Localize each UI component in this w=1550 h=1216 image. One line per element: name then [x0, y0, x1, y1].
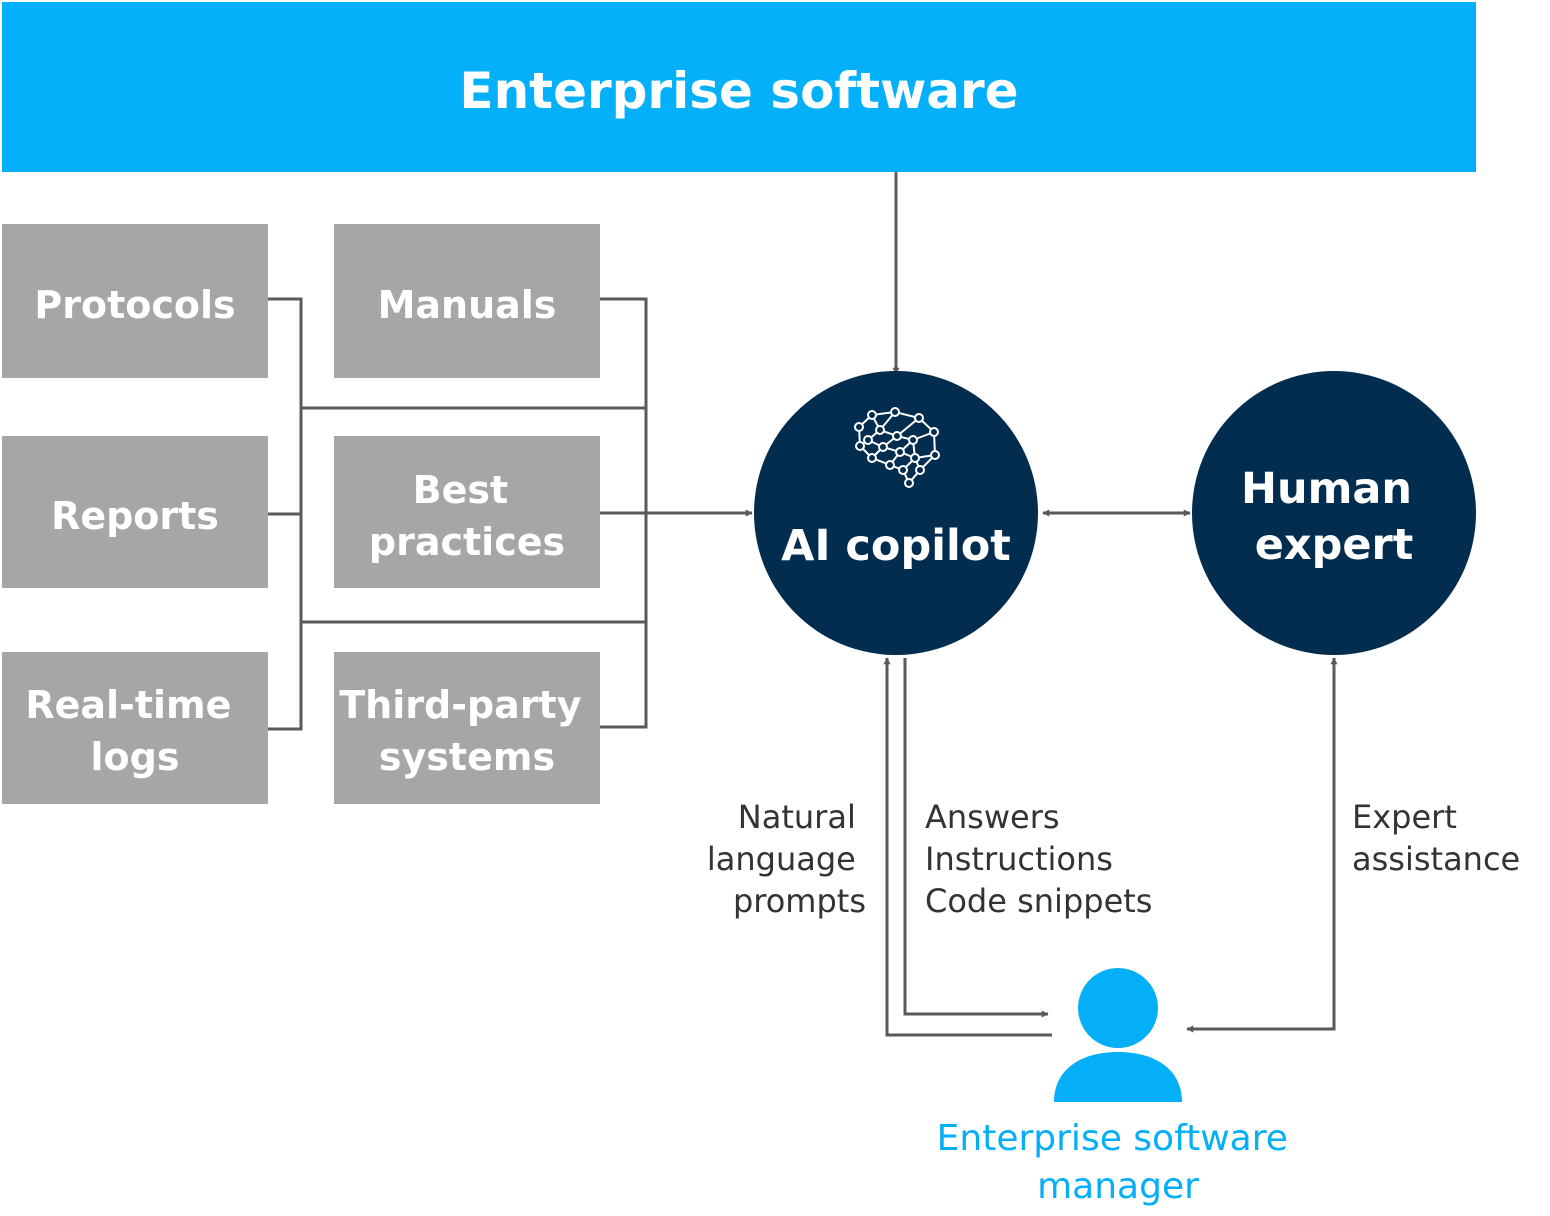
source-box-manuals: Manuals — [334, 224, 600, 378]
source-box-best-practices: Best practices — [334, 436, 600, 588]
human-expert-node — [1192, 371, 1476, 655]
svg-text:Real-time logs: Real-time logs — [25, 683, 244, 779]
neural-brain-icon — [854, 407, 940, 488]
banner-title: Enterprise software — [459, 62, 1018, 120]
expert-assistance-label: Expert assistance — [1352, 798, 1520, 878]
prompts-label: Natural language prompts — [707, 798, 866, 920]
ai-copilot-node — [754, 371, 1038, 655]
expert-assistance-arrow — [1186, 657, 1338, 1033]
source-box-third-party-systems: Third-party systems — [334, 652, 600, 804]
manager-label: Enterprise software manager — [937, 1118, 1300, 1207]
human-expert-label: Human expert — [1241, 464, 1427, 570]
answers-label: Answers Instructions Code snippets — [925, 798, 1152, 920]
svg-text:Manuals: Manuals — [378, 283, 557, 327]
answers-arrow — [903, 658, 1049, 1018]
source-box-protocols: Protocols — [2, 224, 268, 378]
source-box-reports: Reports — [2, 436, 268, 588]
svg-text:Third-party systems: Third-party systems — [339, 683, 594, 779]
svg-text:Reports: Reports — [51, 494, 219, 538]
svg-text:Protocols: Protocols — [34, 283, 235, 327]
source-box-real-time-logs: Real-time logs — [2, 652, 268, 804]
svg-text:Best practices: Best practices — [369, 468, 565, 564]
ai-copilot-label: AI copilot — [781, 521, 1011, 571]
person-icon — [1054, 968, 1182, 1102]
prompts-arrow — [883, 657, 1052, 1037]
enterprise-software-banner — [2, 2, 1476, 172]
